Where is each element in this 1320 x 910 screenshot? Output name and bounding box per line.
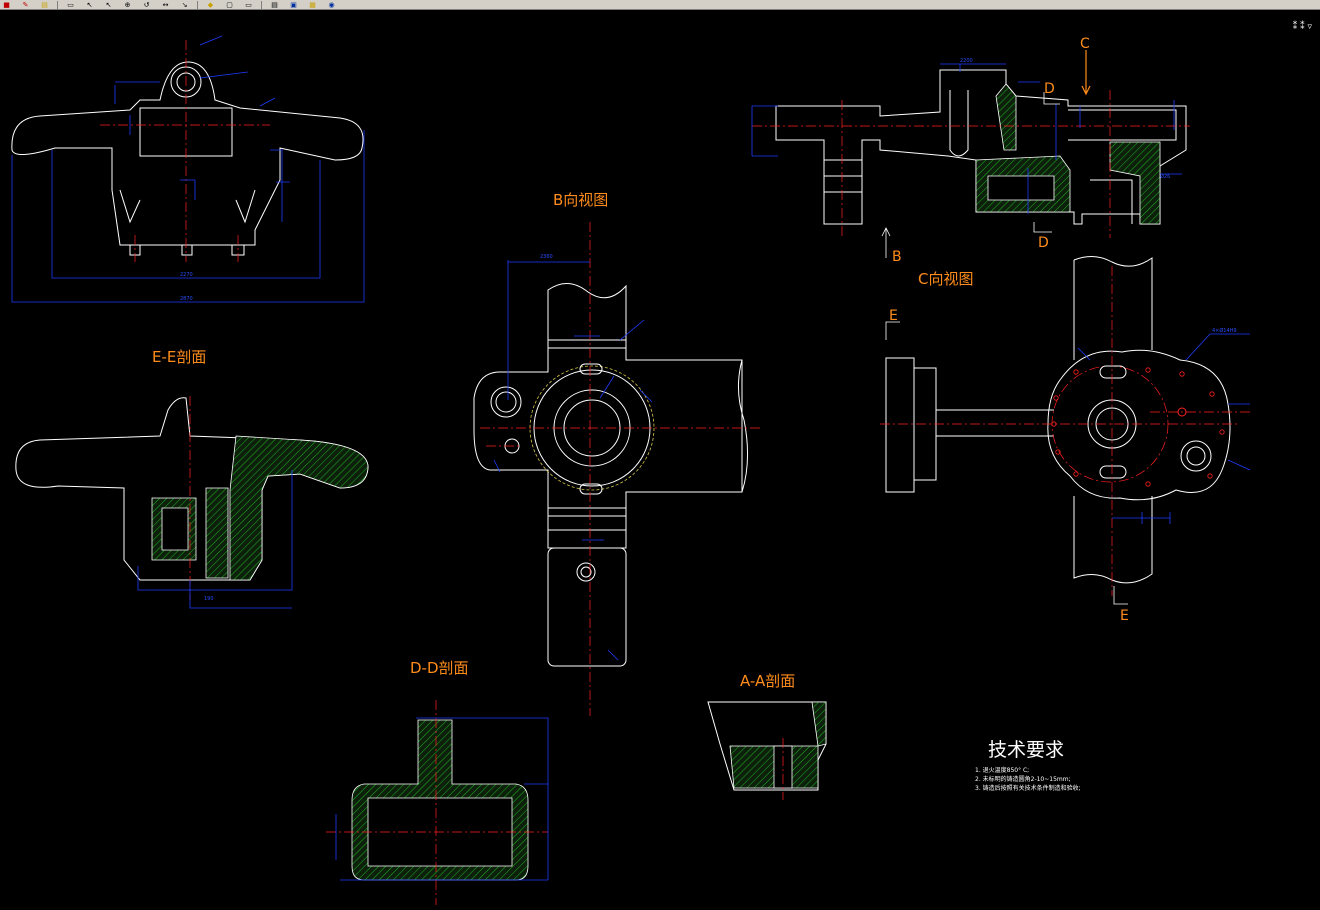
properties-icon[interactable]: ▤ <box>271 0 278 9</box>
lock-icon[interactable]: ▦ <box>309 0 316 9</box>
image-icon[interactable]: ▣ <box>290 0 297 9</box>
pan-icon[interactable]: ↔ <box>162 0 169 9</box>
section-mark-e-top: E <box>889 308 898 324</box>
tech-note-3: 3. 铸造后按照有关技术条件制造和验收; <box>975 784 1081 792</box>
b-view-label: B向视图 <box>553 191 608 209</box>
help-icon[interactable]: ◉ <box>328 0 335 9</box>
svg-text:Ø26: Ø26 <box>1160 173 1170 180</box>
front-view: 2270 2870 <box>11 35 365 303</box>
b-view: 2360 <box>473 222 760 716</box>
svg-text:190: 190 <box>204 596 214 602</box>
dd-section-label: D-D剖面 <box>410 659 469 677</box>
note-icon[interactable]: ▤ <box>41 0 48 9</box>
print-icon[interactable]: ▭ <box>67 0 74 9</box>
ee-section-label: E-E剖面 <box>152 348 206 366</box>
layer-icon[interactable]: ◆ <box>207 0 214 9</box>
c-view-label: C向视图 <box>918 270 973 288</box>
side-view: 2200 Ø26 <box>751 50 1190 258</box>
zoom-in-icon[interactable]: ↖ <box>86 0 93 9</box>
toolbar-separator <box>261 0 262 9</box>
zoom-window-icon[interactable]: ⊕ <box>124 0 131 9</box>
svg-text:2270: 2270 <box>180 272 193 278</box>
toolbar-separator <box>197 0 198 9</box>
measure-icon[interactable]: ↘ <box>181 0 188 9</box>
svg-text:4×Ø14H9: 4×Ø14H9 <box>1212 327 1237 334</box>
save-icon[interactable]: ■ <box>3 0 10 9</box>
pencil-icon[interactable]: ✎ <box>22 0 29 9</box>
section-mark-d-bottom: D <box>1038 235 1049 251</box>
svg-text:2360: 2360 <box>540 254 553 260</box>
svg-text:2870: 2870 <box>180 296 193 302</box>
view-mark-b: B <box>892 249 902 265</box>
zoom-out-icon[interactable]: ↖ <box>105 0 112 9</box>
section-mark-d-top: D <box>1044 81 1055 97</box>
cad-drawing: 2270 2870 E-E剖面 190 B向视图 2360 <box>11 35 1251 905</box>
view-mark-c: C <box>1080 36 1090 52</box>
aa-section-view <box>707 701 827 800</box>
rectangle-icon[interactable]: ▢ <box>226 0 233 9</box>
ee-section-view: 190 <box>15 396 369 609</box>
toolbar-separator <box>57 0 58 9</box>
tech-note-1: 1. 退火温度850° C; <box>975 766 1029 774</box>
tech-note-2: 2. 未标明的铸造圆角2-10~15mm; <box>975 775 1071 783</box>
c-view: 4×Ø14H9 <box>880 256 1251 605</box>
tech-requirements-title: 技术要求 <box>988 739 1064 761</box>
section-mark-e-bottom: E <box>1120 608 1129 624</box>
aa-section-label: A-A剖面 <box>740 672 795 690</box>
status-glyphs: ⁑ ⁑ ▿ <box>1292 22 1312 32</box>
svg-text:2200: 2200 <box>960 58 973 64</box>
zoom-prev-icon[interactable]: ↺ <box>143 0 150 9</box>
dd-section-view <box>326 700 549 905</box>
window-icon[interactable]: ▭ <box>245 0 252 9</box>
cad-toolbar: ■ ✎ ▤ ▭ ↖ ↖ ⊕ ↺ ↔ ↘ ◆ ▢ ▭ ▤ ▣ ▦ ◉ <box>0 0 1320 10</box>
